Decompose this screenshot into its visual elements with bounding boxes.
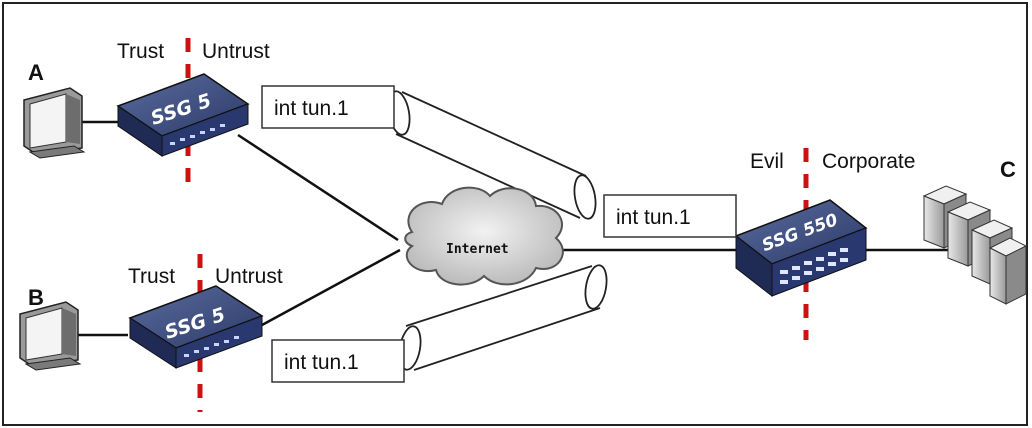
node-a-letter: A [28, 60, 44, 85]
ssg5-a-device: SSG 5 [116, 73, 250, 157]
tunnel-label-a: int tun.1 [274, 97, 349, 120]
zone-a-untrust: Untrust [202, 40, 270, 63]
pc-a-icon [23, 87, 86, 159]
server-4-icon [988, 237, 1028, 305]
node-b-letter: B [28, 285, 44, 310]
tunnel-label-b: int tun.1 [284, 351, 359, 374]
server-cluster-icon [922, 185, 1028, 305]
ssg5-b-device: SSG 5 [128, 285, 264, 369]
pc-b-icon [19, 301, 82, 371]
link-b-to-internet [261, 248, 401, 327]
zone-a-trust: Trust [117, 40, 164, 63]
tunnel-b-cylinder [398, 264, 608, 371]
zone-c-corporate: Corporate [822, 150, 915, 173]
link-lines [78, 120, 955, 337]
tunnel-box-a: int tun.1 [261, 85, 395, 129]
ssg550-device: SSG 550 [734, 199, 868, 298]
tunnel-box-b: int tun.1 [271, 339, 405, 383]
zone-b-trust: Trust [128, 265, 175, 288]
internet-cloud-icon: Internet [404, 186, 564, 286]
tunnel-label-c: int tun.1 [616, 206, 691, 229]
zone-c-evil: Evil [750, 150, 784, 173]
node-c-letter: C [1000, 157, 1016, 182]
zone-b-untrust: Untrust [215, 265, 283, 288]
internet-label: Internet [446, 242, 509, 257]
tunnel-box-c: int tun.1 [603, 194, 737, 238]
link-a-to-internet [237, 133, 399, 242]
